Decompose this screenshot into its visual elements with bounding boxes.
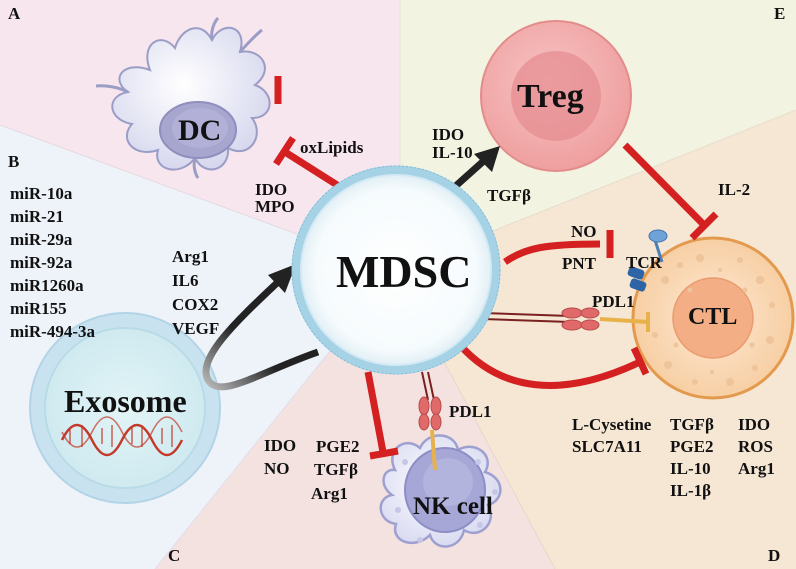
- nk-cell-label: NK cell: [413, 493, 493, 520]
- mirna-item: miR-494-3a: [10, 322, 95, 341]
- mirna-item: miR-10a: [10, 184, 73, 203]
- exosome-stimulates-mdsc-arrow: [202, 264, 320, 391]
- treg-il10-label: IL-10: [432, 143, 473, 162]
- mdsc-inhibits-dc-arrow: [273, 136, 347, 193]
- treg-tgfb-label: TGFβ: [487, 186, 531, 205]
- mdsc-inhibits-nk-arrow: [364, 371, 399, 460]
- tcr-receptor-icon: [627, 229, 668, 292]
- ctl-factor-col3: IDO ROS Arg1: [738, 414, 775, 480]
- nk-tgfb-label: TGFβ: [314, 460, 358, 479]
- ctl-factor-item: IL-1β: [670, 481, 712, 500]
- panel-letter-e: E: [774, 4, 786, 23]
- exosome-factor-list: Arg1 IL6 COX2 VEGF: [172, 245, 219, 341]
- exosome-label: Exosome: [64, 383, 187, 419]
- ctl-factor-item: SLC7A11: [572, 437, 642, 456]
- panel-letter-c: C: [168, 546, 181, 565]
- mdsc-inhibits-ctl-arrow: [457, 342, 650, 389]
- dendritic-cell-icon: [95, 16, 271, 179]
- mdsc-label: MDSC: [336, 246, 472, 297]
- treg-ido-label: IDO: [432, 125, 465, 144]
- tcr-label: TCR: [626, 253, 662, 272]
- ctl-factor-item: IL-10: [670, 459, 711, 478]
- mirna-list: miR-10a miR-21 miR-29a miR-92a miR1260a …: [10, 182, 95, 343]
- panel-d-background: [395, 110, 796, 569]
- panel-letter-d: D: [768, 546, 781, 565]
- mirna-item: miR1260a: [10, 276, 84, 295]
- ctl-factor-item: PGE2: [670, 437, 714, 456]
- ctl-factor-item: TGFβ: [670, 415, 714, 434]
- nk-pge2-label: PGE2: [316, 437, 360, 456]
- ctl-pdl1-label: PDL1: [592, 292, 635, 311]
- exosome-factor-item: Arg1: [172, 247, 209, 266]
- ctl-factor-item: Arg1: [738, 459, 775, 478]
- exosome-icon: [29, 312, 221, 504]
- exosome-factor-item: VEGF: [172, 319, 220, 338]
- mirna-item: miR-21: [10, 207, 64, 226]
- ctl-factor-item: L-Cysetine: [572, 415, 652, 434]
- mdsc-cell-icon: [291, 165, 501, 375]
- mirna-item: miR-92a: [10, 253, 73, 272]
- oxlipids-label: oxLipids: [300, 138, 364, 157]
- ctl-factor-col2: TGFβ PGE2 IL-10 IL-1β: [670, 414, 714, 502]
- treg-inhibits-dc-arrow: [274, 76, 478, 104]
- rna-icon: [60, 423, 184, 457]
- treg-label: Treg: [517, 78, 584, 115]
- pnt-label: PNT: [562, 254, 596, 273]
- treg-cell-icon: [480, 20, 632, 172]
- exosome-factor-item: COX2: [172, 295, 219, 314]
- nk-arg1-label: Arg1: [311, 484, 348, 503]
- mirna-item: miR-29a: [10, 230, 73, 249]
- pdl1-ctl-receptor-icon: [482, 307, 650, 332]
- il2-label: IL-2: [718, 180, 751, 199]
- pdl1-nk-receptor-icon: [418, 371, 442, 471]
- mirna-item: miR155: [10, 299, 67, 318]
- dc-mpo-label: MPO: [255, 197, 295, 216]
- panel-letter-a: A: [8, 4, 21, 23]
- dc-label: DC: [178, 114, 222, 147]
- ctl-factor-col1: L-Cysetine SLC7A11: [572, 414, 651, 458]
- ctl-label: CTL: [688, 304, 738, 330]
- exosome-factor-item: IL6: [172, 271, 199, 290]
- dc-ido-label: IDO: [255, 180, 288, 199]
- nk-ido-label: IDO: [264, 436, 297, 455]
- no-label: NO: [571, 222, 597, 241]
- panel-letter-b: B: [8, 152, 20, 171]
- ctl-cell-icon: [631, 236, 795, 400]
- nk-no-label: NO: [264, 459, 290, 478]
- ctl-factor-item: ROS: [738, 437, 773, 456]
- mdsc-inhibits-tcr-arrow: [502, 230, 614, 265]
- nk-pdl1-label: PDL1: [449, 402, 492, 421]
- treg-inhibits-ctl-arrow: [622, 142, 719, 241]
- nk-cell-icon: [379, 434, 502, 548]
- ctl-factor-item: IDO: [738, 415, 771, 434]
